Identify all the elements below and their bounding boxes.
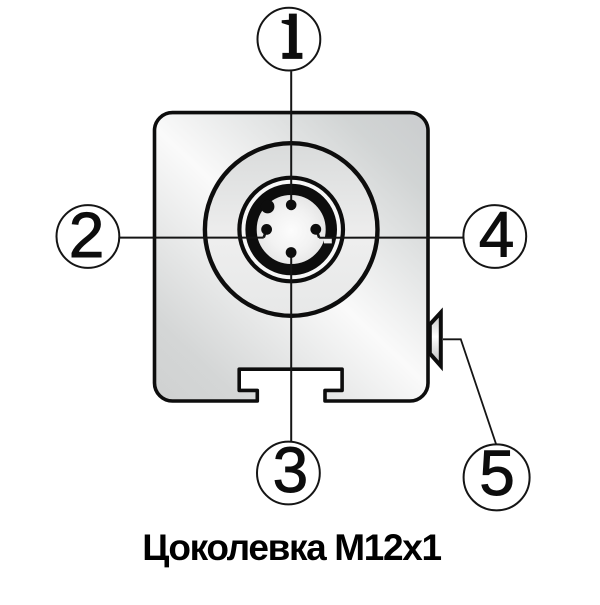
svg-text:Цоколевка М12х1: Цоколевка М12х1: [142, 527, 441, 568]
svg-text:5: 5: [479, 437, 515, 509]
svg-text:3: 3: [273, 434, 309, 506]
svg-text:4: 4: [479, 199, 515, 271]
svg-text:2: 2: [69, 199, 105, 271]
